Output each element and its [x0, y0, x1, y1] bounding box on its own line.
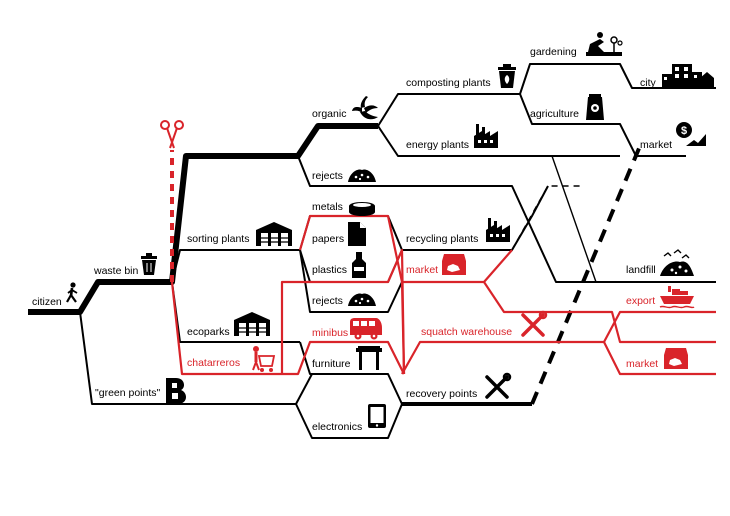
label-market-mid: market — [406, 264, 438, 276]
money-chart-icon: $ — [676, 122, 706, 146]
trash-bin-icon — [141, 253, 157, 275]
tablet-icon — [368, 404, 386, 428]
label-furniture: furniture — [312, 358, 351, 370]
label-gardening: gardening — [530, 46, 577, 58]
label-market-top: market — [640, 139, 672, 151]
seed-bag-icon — [586, 94, 604, 120]
label-agriculture: agriculture — [530, 108, 579, 120]
warehouse-icon — [256, 222, 292, 246]
label-recovery-points: recovery points — [406, 388, 477, 400]
warehouse-icon — [234, 312, 270, 336]
market-stall-icon — [442, 254, 466, 275]
label-composting-plants: composting plants — [406, 77, 491, 89]
label-energy-plants: energy plants — [406, 139, 469, 151]
label-city: city — [640, 77, 657, 89]
label-landfill: landfill — [626, 264, 656, 276]
banana-peel-icon — [352, 96, 378, 120]
label-chatarreros: chatarreros — [187, 357, 240, 369]
tools-icon — [521, 310, 548, 337]
black-flow-lines — [28, 63, 716, 439]
svg-text:$: $ — [681, 125, 687, 137]
label-export: export — [626, 295, 655, 307]
label-citizen: citizen — [32, 296, 62, 308]
metal-can-icon — [349, 202, 375, 216]
red-line-to-market-bottom — [603, 341, 716, 376]
red-line-chatarreros — [170, 281, 405, 376]
label-market-bottom: market — [626, 358, 658, 370]
scissors-icon — [160, 120, 184, 149]
label-plastics: plastics — [312, 264, 347, 276]
line-organic-to-composting — [377, 63, 716, 127]
label-waste-bin: waste bin — [93, 265, 139, 277]
label-electronics: electronics — [312, 421, 362, 433]
factory-icon — [486, 218, 510, 242]
minibus-icon — [350, 318, 382, 340]
label-minibus: minibus — [312, 327, 348, 339]
plastic-bottle-icon — [352, 252, 366, 278]
red-flow-lines — [170, 214, 716, 376]
line-energy-to-landfill — [551, 155, 597, 283]
tools-icon — [485, 372, 512, 399]
dashed-recovery-to-market — [530, 145, 642, 405]
cargo-ship-icon — [659, 286, 695, 309]
labels: citizen waste bin sorting plants ecopark… — [32, 46, 672, 433]
line-green-points-electronics — [295, 403, 403, 439]
icons: $ — [66, 32, 714, 428]
label-papers: papers — [312, 233, 344, 245]
dashed-recycling-to-energy — [511, 185, 584, 251]
factory-icon — [474, 124, 498, 148]
line-green-points-to-furniture — [295, 373, 313, 405]
line-composting-to-agriculture — [519, 93, 686, 157]
label-green-points: "green points" — [95, 387, 161, 399]
landfill-pile-icon — [660, 249, 694, 276]
line-citizen-to-green-points — [79, 311, 296, 405]
label-metals: metals — [312, 201, 343, 213]
label-ecoparks: ecoparks — [187, 326, 230, 338]
label-recycling-plants: recycling plants — [406, 233, 478, 245]
line-trunk-to-sorting — [171, 249, 300, 283]
red-line-market-to-rejects — [483, 281, 716, 344]
walking-person-icon — [66, 282, 78, 303]
waste-pile-icon — [348, 169, 376, 182]
shopping-cart-icon — [252, 346, 276, 372]
label-rejects-mid: rejects — [312, 295, 343, 307]
label-sorting-plants: sorting plants — [187, 233, 249, 245]
gardener-icon — [586, 32, 623, 56]
paper-sheet-icon — [348, 222, 366, 246]
line-organic-to-energy — [377, 125, 620, 157]
market-stall-icon — [664, 348, 688, 369]
red-line-metals-cross — [298, 214, 406, 375]
city-skyline-icon — [662, 64, 714, 88]
waste-pile-icon — [348, 293, 376, 306]
label-rejects-top: rejects — [312, 170, 343, 182]
bold-b-logo-icon — [166, 378, 186, 404]
table-icon — [356, 346, 382, 370]
label-squatch-warehouse: squatch warehouse — [421, 326, 512, 338]
label-organic: organic — [312, 108, 346, 120]
compost-bin-icon — [498, 64, 516, 88]
line-rejects-top-to-landfill — [297, 155, 716, 283]
dashed-lines — [170, 145, 642, 405]
trunk-citizen-to-organic — [28, 123, 378, 315]
